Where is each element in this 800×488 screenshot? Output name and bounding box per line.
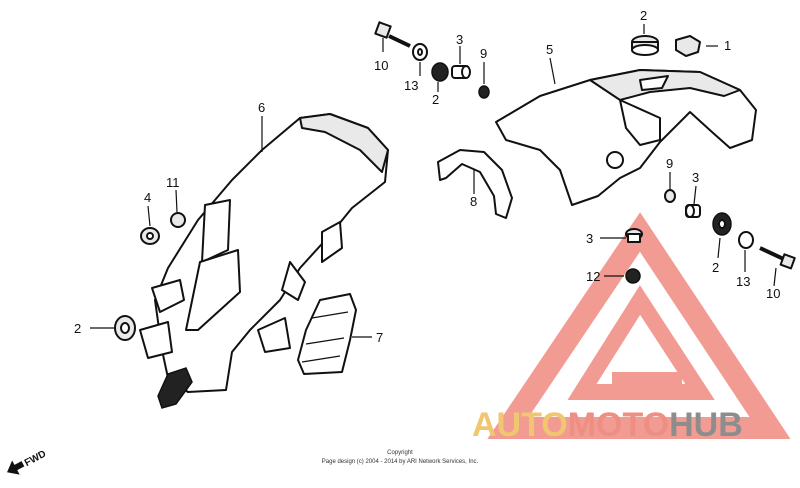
collar-part-lower	[625, 228, 643, 243]
callout-4: 4	[144, 190, 151, 205]
fwd-indicator: FWD	[7, 449, 48, 475]
watermark-hub: HUB	[669, 406, 743, 444]
rear-fender-part	[495, 69, 757, 206]
watermark-triangle-icon	[487, 212, 791, 439]
grommet-part-mid	[431, 62, 449, 82]
callout-7: 7	[376, 330, 383, 345]
callout-3-right: 3	[692, 170, 699, 185]
nut-part-11	[170, 212, 186, 228]
callout-8: 8	[470, 194, 477, 209]
grommet-part-right	[712, 212, 732, 236]
callout-5: 5	[546, 42, 553, 57]
leader-lines	[90, 24, 777, 338]
band-part	[437, 149, 513, 219]
watermark-moto: MOTO	[568, 406, 669, 444]
washer-part-right	[738, 231, 754, 249]
callout-3-lower: 3	[586, 231, 593, 246]
callout-labels: 1 2 2 2 2 3 3 3 4 5 6 7 8 9 9 10 10 11 1…	[74, 8, 780, 345]
collar-part-right	[685, 204, 701, 218]
callout-12: 12	[586, 269, 600, 284]
nut-part-1	[675, 35, 701, 57]
watermark-logo-text: AUTOMOTOHUB	[472, 406, 743, 444]
front-fender-part	[139, 113, 389, 409]
washer-part-top	[412, 43, 428, 61]
callout-6: 6	[258, 100, 265, 115]
bolt-part-right	[759, 246, 796, 270]
copyright-line-2: Page design (c) 2004 - 2014 by ARI Netwo…	[322, 459, 479, 465]
callout-11: 11	[166, 175, 180, 190]
collar-part-top	[451, 65, 471, 79]
callout-10-right: 10	[766, 286, 780, 301]
svg-text:AUTOMOTOHUB: AUTOMOTOHUB	[472, 406, 743, 444]
watermark-auto: AUTO	[472, 406, 568, 444]
nut-part-9-top	[478, 85, 490, 99]
rubber-pad-part	[297, 293, 357, 375]
nut-part-9-right	[664, 189, 676, 203]
fwd-label: FWD	[23, 449, 48, 469]
copyright-line-1: Copyright	[387, 450, 413, 456]
callout-9-top: 9	[480, 46, 487, 61]
copyright-footer: Copyright Page design (c) 2004 - 2014 by…	[322, 450, 479, 465]
callout-2-left: 2	[74, 321, 81, 336]
callout-3-top: 3	[456, 32, 463, 47]
callout-10-top: 10	[374, 58, 388, 73]
fwd-arrow-icon	[7, 460, 25, 475]
callout-1: 1	[724, 38, 731, 53]
callout-2-top: 2	[640, 8, 647, 23]
callout-2-mid: 2	[432, 92, 439, 107]
callout-13-right: 13	[736, 274, 750, 289]
nut-part-12	[625, 268, 641, 284]
grommet-part-left	[114, 315, 136, 341]
callout-13-top: 13	[404, 78, 418, 93]
grommet-part-4	[140, 227, 160, 245]
callout-9-right: 9	[666, 156, 673, 171]
bolt-part-top	[374, 21, 411, 48]
grommet-part-top	[631, 35, 659, 56]
callout-2-right: 2	[712, 260, 719, 275]
